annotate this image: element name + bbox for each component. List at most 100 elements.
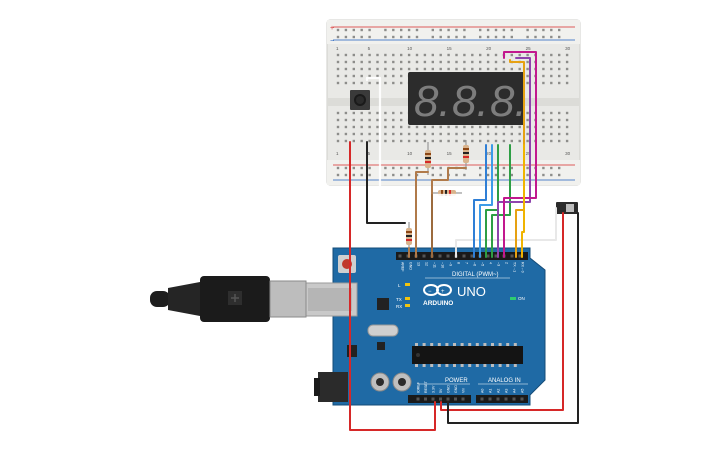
digital-pin-label: 13 [417,262,421,266]
power-pin-socket[interactable] [416,397,420,401]
power-pin-socket[interactable] [424,397,427,401]
wire-purple[interactable] [497,57,531,258]
seven-segment-display[interactable]: 8. 8. 8. [408,72,527,126]
power-header-label: POWER [445,378,468,384]
digital-pin-socket[interactable] [422,254,426,258]
usb-port[interactable] [302,282,358,317]
digital-pin-socket[interactable] [446,254,450,258]
wire-red-5v[interactable] [349,141,436,431]
digital-pin-socket[interactable] [470,254,474,258]
digital-pin-socket[interactable] [486,254,490,258]
wire-yellow[interactable] [521,144,525,258]
analog-pin-socket[interactable] [488,397,492,401]
analog-pin-label: A0 [481,389,485,393]
wire-red-switch[interactable] [440,212,564,411]
digital-pin-socket[interactable] [518,254,522,258]
led-l-label: L [398,283,401,288]
analog-pin-socket[interactable] [504,397,508,401]
analog-pin-label: A4 [513,389,517,393]
column-number-top: 30 [565,46,571,51]
analog-header-strip [476,395,528,403]
wires[interactable] [349,51,579,431]
digital-pin-label: ~3 [497,262,501,266]
digital-pin-socket[interactable] [438,254,442,258]
wire-magenta[interactable] [503,51,537,258]
power-pin-label: Vin [462,388,466,393]
rail-plus-label: + [330,25,334,32]
analog-pin-label: A1 [489,389,493,393]
digital-pin-label: ~11 [433,262,437,268]
column-number-bottom: 5 [368,151,371,156]
brand-label: ARDUINO [423,300,453,307]
digital-pin-socket[interactable] [494,254,498,258]
digit-3: 8. [490,77,527,126]
wire-green-b[interactable] [491,144,511,258]
wire-green-a[interactable] [485,144,499,258]
wire-black-gnd-left[interactable] [366,141,406,224]
column-number-bottom: 20 [486,151,492,156]
analog-pin-socket[interactable] [496,397,500,401]
wire-white-button[interactable] [365,76,558,197]
digital-pin-label: ~5 [481,262,485,266]
crystal [367,324,399,337]
digital-pin-label: 7 [465,262,469,264]
power-pin-socket[interactable] [454,397,457,401]
power-pin-label: GND [447,385,451,393]
power-pin-socket[interactable] [431,397,435,401]
wire-blue-a[interactable] [473,144,487,258]
push-button[interactable] [350,90,370,110]
resistor-1[interactable] [425,142,431,175]
analog-header-label: ANALOG IN [488,378,521,384]
l-led [405,283,410,286]
digit-1: 8. [414,77,451,126]
digital-pin-socket[interactable] [462,254,466,258]
led-rx-label: RX [396,304,402,309]
digital-pin-label: 2 [505,262,509,264]
led-tx-label: TX [396,297,402,302]
atmega-chip [412,343,523,367]
wire-brown-1[interactable] [415,171,429,258]
digital-pin-label: ~9 [449,262,453,266]
column-number-bottom: 1 [336,151,339,156]
digital-pin-socket[interactable] [510,254,514,258]
analog-pin-socket[interactable] [512,397,516,401]
wire-orange[interactable] [509,59,525,258]
column-number-top: 10 [407,46,413,51]
svg-text:−: − [428,289,432,295]
resistor-2[interactable] [463,140,469,170]
analog-pin-label: A2 [497,389,501,393]
digital-pin-label: 4 [489,262,493,264]
digital-pin-socket[interactable] [398,254,402,258]
power-pin-label: RESET [424,380,428,393]
rx-led [405,304,410,307]
digital-pin-label: GND [409,262,413,270]
digit-2: 8. [452,77,489,126]
usb-cable[interactable] [150,276,307,322]
reset-button[interactable] [338,255,356,273]
analog-pin-socket[interactable] [520,397,524,401]
wire-blue-b[interactable] [479,144,493,258]
dc-power-jack[interactable] [314,372,348,402]
column-number-bottom: 25 [526,151,532,156]
power-pin-socket[interactable] [446,397,450,401]
wire-black-gnd-bottom[interactable] [447,212,579,424]
wire-white-d8[interactable] [455,207,557,258]
slide-switch[interactable] [556,202,578,214]
analog-pin-socket[interactable] [480,397,484,401]
power-pin-sockets[interactable] [416,397,465,401]
tx-led [405,297,410,300]
power-pin-label: 3.3V [432,385,436,393]
column-number-bottom: 15 [447,151,453,156]
usb-chip [377,298,389,310]
resistor-4[interactable] [406,222,412,250]
on-label: ON [518,296,525,301]
power-pin-socket[interactable] [461,397,465,401]
power-pin-socket[interactable] [439,397,442,401]
analog-pin-sockets[interactable] [480,397,524,401]
regulator-chip [347,345,357,357]
